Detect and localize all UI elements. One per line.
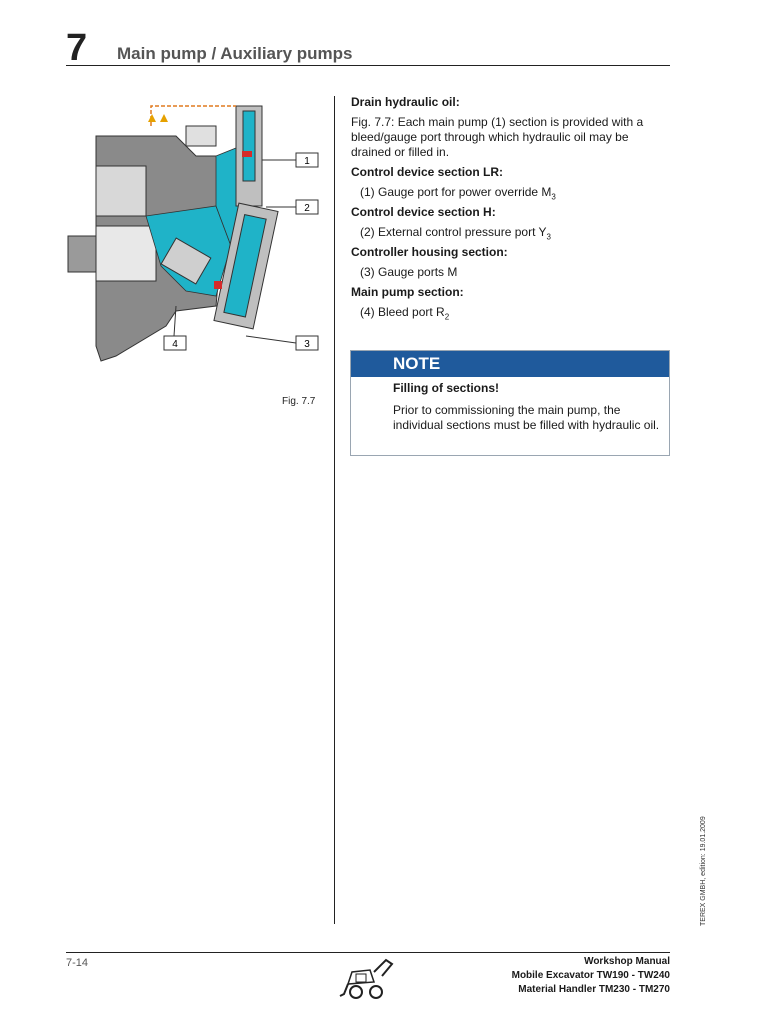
main-item: (4) Bleed port R2 [351,305,671,322]
callout-4: 4 [163,305,187,351]
drain-heading: Drain hydraulic oil: [351,95,460,109]
excavator-logo-icon [339,958,394,999]
bearing-block [95,225,157,282]
footer-line-3: Material Handler TM230 - TM270 [518,984,670,995]
controller-item: (3) Gauge ports M [360,265,458,279]
callout-label: 2 [304,203,310,214]
page-number: 7-14 [66,957,89,969]
controller-heading: Controller housing section: [351,245,508,259]
up-arrow-icon [148,114,156,122]
footer-rule [66,952,670,953]
footer-manual-info: Workshop Manual Mobile Excavator TW190 -… [512,955,670,997]
chapter-title: Main pump / Auxiliary pumps [117,44,353,63]
h-item: (2) External control pressure port Y3 [351,225,671,242]
footer-line-1: Workshop Manual [584,956,670,967]
column-divider [334,96,335,924]
note-box: NOTE Filling of sections! Prior to commi… [350,350,670,456]
note-title: NOTE [393,354,441,373]
control-valve-spool [223,214,267,318]
pump-cross-section-figure: 1 2 3 4 [67,105,319,362]
lr-item: (1) Gauge port for power override M3 [351,185,671,202]
main-heading: Main pump section: [351,285,464,299]
red-port [214,281,222,289]
note-bar: NOTE [351,351,669,377]
up-arrow-icon [160,114,168,122]
header-rule [66,65,670,66]
shaft-housing [95,165,147,217]
callout-label: 1 [304,156,310,167]
main-item-sub: 2 [444,312,450,322]
h-item-text: (2) External control pressure port Y [360,225,547,239]
callout-label: 3 [304,339,310,350]
red-port [242,151,252,157]
chapter-number: 7 [66,27,88,69]
drive-flange [67,235,99,273]
control-valve-core [242,110,256,182]
callout-1: 1 [262,152,319,168]
callout-label: 4 [172,339,178,350]
figure-caption: Fig. 7.7 [282,396,316,407]
callout-3: 3 [245,335,319,351]
note-text: Prior to commissioning the main pump, th… [393,403,660,432]
callout-2: 2 [266,199,319,215]
lr-heading: Control device section LR: [351,165,504,179]
h-item-sub: 3 [546,232,551,242]
edition-side-text: TEREX GMBH, edition: 19.01.2009 [700,816,707,926]
h-heading: Control device section H: [351,205,496,219]
lr-item-sub: 3 [551,192,556,202]
lr-item-text: (1) Gauge port for power override M [360,185,552,199]
drain-text: Fig. 7.7: Each main pump (1) section is … [351,115,644,159]
main-item-text: (4) Bleed port R [360,305,445,319]
solenoid-valve [185,125,217,147]
footer-line-2: Mobile Excavator TW190 - TW240 [511,970,670,981]
content-column: Drain hydraulic oil: Fig. 7.7: Each main… [351,95,671,325]
cylinder-piston [160,237,212,285]
note-heading: Filling of sections! [393,381,500,395]
